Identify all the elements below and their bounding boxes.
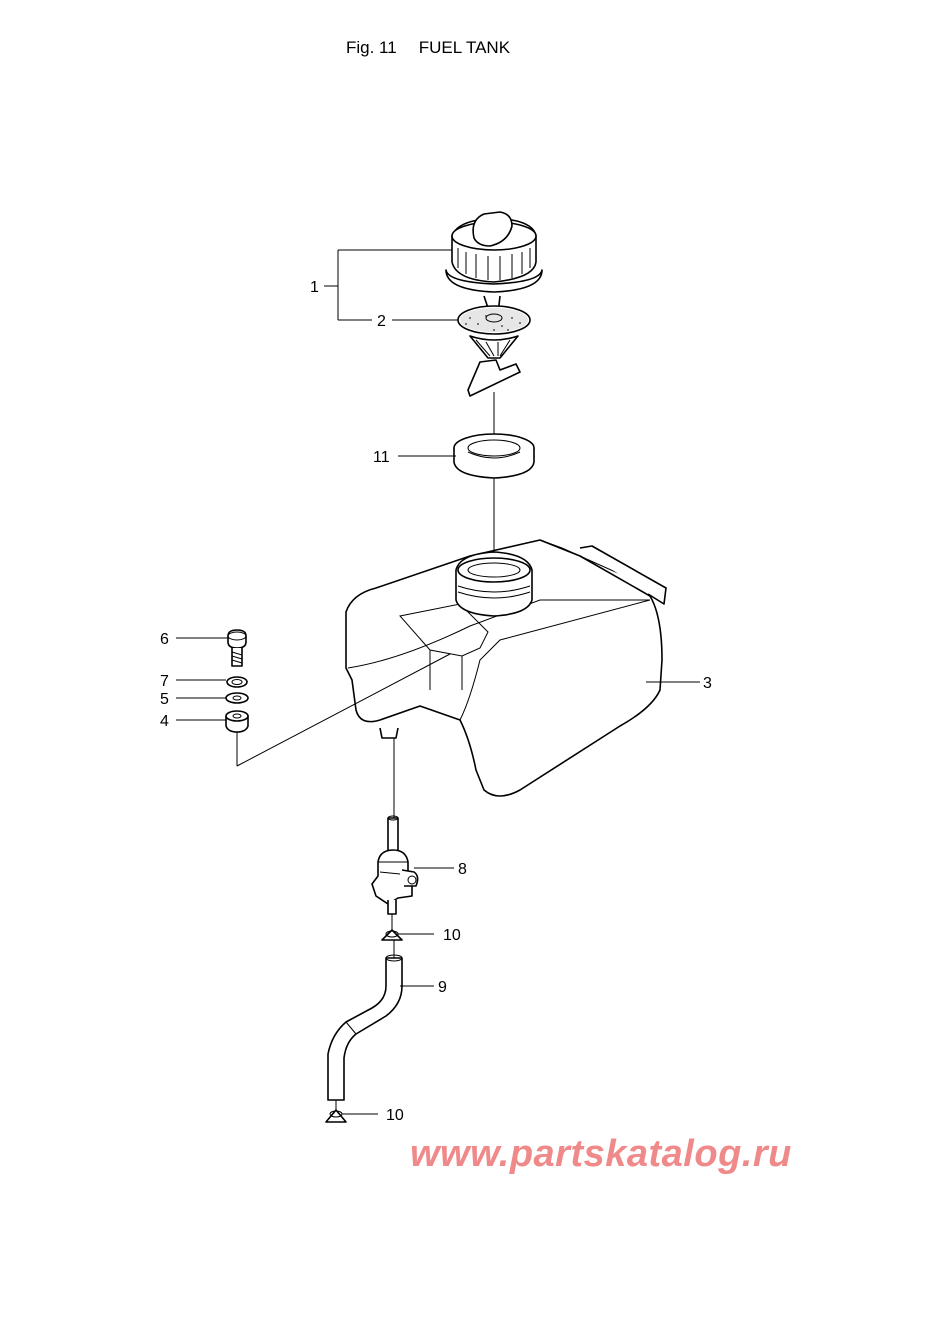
fuel-hose-part bbox=[327, 954, 403, 1101]
callout-8: 8 bbox=[458, 861, 467, 878]
figure-name: FUEL TANK bbox=[418, 38, 511, 57]
fuel-tank-part bbox=[345, 539, 667, 797]
callout-10-lower: 10 bbox=[386, 1107, 404, 1124]
callout-leaders bbox=[176, 249, 700, 1115]
callout-10-upper: 10 bbox=[443, 927, 461, 944]
fuel-cock-part bbox=[371, 815, 419, 915]
spring-washer-part bbox=[226, 676, 248, 688]
fuel-cap-part bbox=[445, 211, 543, 293]
tank-bolt-part bbox=[227, 629, 247, 667]
plain-washer-part bbox=[225, 692, 249, 704]
callout-11: 11 bbox=[373, 449, 390, 466]
callout-9: 9 bbox=[438, 979, 447, 996]
filler-seal-ring-part bbox=[453, 433, 535, 479]
hose-clip-upper-part bbox=[381, 929, 403, 941]
hose-clip-lower-part bbox=[325, 1109, 347, 1123]
cap-gasket-strainer-part bbox=[457, 295, 531, 397]
callout-3: 3 bbox=[703, 675, 712, 692]
callout-5: 5 bbox=[160, 691, 169, 708]
rubber-mount-part bbox=[225, 710, 249, 733]
figure-title: Fig. 11 FUEL TANK bbox=[346, 38, 510, 58]
callout-1: 1 bbox=[310, 279, 319, 296]
callout-6: 6 bbox=[160, 631, 169, 648]
callout-7: 7 bbox=[160, 673, 169, 690]
watermark: www.partskatalog.ru bbox=[410, 1133, 792, 1175]
callout-2: 2 bbox=[377, 313, 386, 330]
callout-4: 4 bbox=[160, 713, 169, 730]
figure-number: Fig. 11 bbox=[346, 38, 397, 57]
callout-labels: 1 2 11 3 6 7 5 4 8 10 9 10 bbox=[160, 279, 712, 1124]
assembly-lines bbox=[236, 392, 495, 1110]
